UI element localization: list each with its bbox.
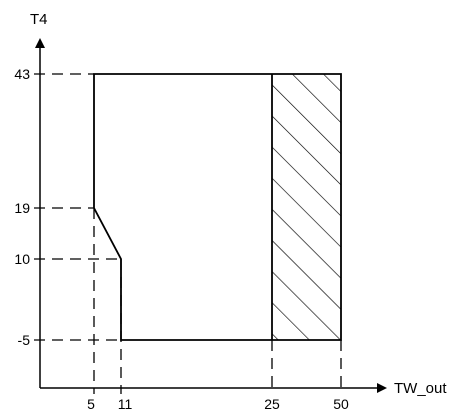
operating-region-outline — [93, 73, 342, 341]
x-tick-label-50: 50 — [333, 396, 349, 410]
hatched-region — [272, 74, 341, 340]
y-tick-labels: 43 19 10 -5 — [14, 66, 30, 348]
y-tick-label-43: 43 — [14, 66, 30, 82]
y-tick-label-10: 10 — [14, 251, 30, 267]
x-axis-title: TW_out — [394, 380, 447, 397]
x-tick-label-25: 25 — [264, 396, 280, 410]
operating-region-group — [93, 73, 342, 341]
y-tick-label--5: -5 — [18, 332, 31, 348]
hatched-region-group — [271, 74, 341, 340]
x-tick-labels: 5 11 25 50 — [87, 396, 349, 410]
y-tick-label-19: 19 — [14, 200, 30, 216]
x-tick-label-5: 5 — [87, 396, 95, 410]
y-axis-title: T4 — [30, 11, 48, 28]
x-tick-label-11: 11 — [118, 396, 133, 410]
